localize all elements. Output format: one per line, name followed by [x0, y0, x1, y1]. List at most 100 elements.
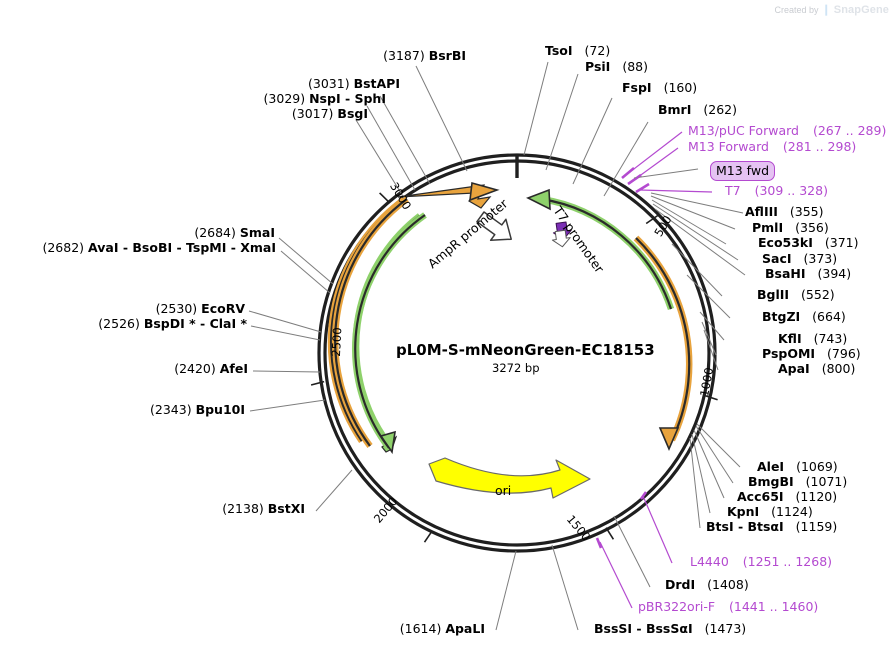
enzyme-label-btsi-btsai: BtsI - BtsαI (1159): [706, 519, 838, 534]
enzyme-name: Acc65I: [737, 489, 784, 504]
enzyme-label-saci: SacI (373): [762, 251, 837, 266]
feature-arrow-tips: [379, 181, 680, 455]
enzyme-label-afei: (2420) AfeI: [70, 361, 248, 376]
feature-label-ori: ori: [495, 483, 512, 498]
enzyme-position: (3029): [263, 91, 306, 106]
enzyme-name: AleI: [757, 459, 785, 474]
ruler-ticks: [310, 192, 718, 543]
plasmid-title: pL0M-S-mNeonGreen-EC18153: [396, 341, 655, 359]
enzyme-label-bmri: BmrI (262): [658, 102, 737, 117]
primer-ticks: [595, 167, 650, 549]
enzyme-position: (2530): [155, 301, 198, 316]
enzyme-label-pspomi: PspOMI (796): [762, 346, 861, 361]
enzyme-position: (1473): [704, 621, 747, 636]
enzyme-label-kfli: KflI (743): [778, 331, 848, 346]
enzyme-position: (262): [703, 102, 737, 117]
enzyme-position: (2420): [174, 361, 216, 376]
enzyme-label-ecorv: (2530) EcoRV: [60, 301, 245, 316]
plasmid-size: 3272 bp: [492, 361, 540, 375]
enzyme-label-psii: PsiI (88): [585, 59, 648, 74]
enzyme-position: (1124): [771, 504, 813, 519]
enzyme-name: PsiI: [585, 59, 611, 74]
enzyme-name: TsoI: [545, 43, 573, 58]
enzyme-position: (1159): [795, 519, 838, 534]
enzyme-position: (355): [789, 204, 824, 219]
primer-name: M13 Forward: [688, 139, 769, 154]
enzyme-position: (3017): [291, 106, 334, 121]
enzyme-label-nspi-sphi: (3029) NspI - SphI: [80, 91, 386, 106]
enzyme-label-bspdi-clai: (2526) BspDI * - ClaI *: [40, 316, 247, 331]
enzyme-name: SacI: [762, 251, 792, 266]
enzyme-name: BtsI - BtsαI: [706, 519, 784, 534]
enzyme-label-bsahi: BsaHI (394): [765, 267, 851, 281]
enzyme-label-bsrbi: (3187) BsrBI: [166, 48, 466, 63]
primer-leader-lines: [599, 131, 713, 609]
primer-range: (281 .. 298): [782, 139, 857, 154]
feature-ampr-promoter-arrow: [476, 211, 512, 242]
feature-t7-promoter-arrow: [551, 221, 572, 248]
enzyme-label-pmli: PmlI (356): [752, 220, 829, 235]
enzyme-position: (743): [813, 331, 848, 346]
enzyme-position: (3031): [308, 76, 350, 91]
enzyme-name: BstXI: [267, 501, 305, 516]
enzyme-name: BsgI: [337, 106, 368, 121]
enzyme-position: (2343): [150, 402, 192, 417]
enzyme-name: PspOMI: [762, 346, 816, 361]
enzyme-name: EcoRV: [201, 301, 245, 316]
enzyme-position: (1120): [795, 489, 838, 504]
enzyme-label-bpu10i: (2343) Bpu10I: [60, 402, 245, 417]
primer-label-m13-forward: M13 Forward (281 .. 298): [688, 139, 857, 154]
enzyme-name: AflIII: [745, 204, 778, 219]
primer-label-pbr322ori-f: pBR322ori-F (1441 .. 1460): [638, 599, 818, 614]
enzyme-name: AfeI: [219, 361, 248, 376]
enzyme-label-drdi: DrdI (1408): [665, 577, 749, 592]
enzyme-position: (2682): [42, 240, 85, 255]
enzyme-name: AvaI - BsoBI - TspMI - XmaI: [88, 240, 276, 255]
feature-box-m13-fwd[interactable]: M13 fwd: [710, 161, 776, 181]
primer-label-l4440: L4440 (1251 .. 1268): [690, 554, 833, 569]
enzyme-label-aflii: AflIII (355): [745, 204, 824, 219]
primer-range: (309 .. 328): [754, 183, 828, 198]
enzyme-position: (72): [584, 43, 611, 58]
enzyme-position: (2684): [194, 225, 236, 240]
enzyme-position: (3187): [383, 48, 425, 63]
enzyme-label-bglii: BglII (552): [757, 288, 835, 302]
enzyme-label-bsssi-bsssai: BssSI - BssSαI (1473): [594, 621, 747, 636]
enzyme-label-alei: AleI (1069): [757, 459, 838, 474]
enzyme-name: BstAPI: [353, 76, 400, 91]
enzyme-name: DrdI: [665, 577, 696, 592]
enzyme-name: BmrI: [658, 102, 692, 117]
enzyme-position: (1069): [796, 459, 838, 474]
enzyme-name: BmgBI: [748, 474, 794, 489]
enzyme-label-bstapi: (3031) BstAPI: [110, 76, 400, 91]
leader-lines: [248, 61, 746, 631]
enzyme-label-smai: (2684) SmaI: [80, 225, 275, 240]
ruler-label-2500: 2500: [328, 327, 345, 357]
enzyme-label-apai: ApaI (800): [778, 361, 856, 376]
enzyme-label-bsgi: (3017) BsgI: [100, 106, 368, 121]
enzyme-label-bmgbi: BmgBI (1071): [748, 474, 847, 489]
enzyme-label-bstxi: (2138) BstXI: [100, 501, 305, 516]
primer-name: pBR322ori-F: [638, 599, 716, 614]
watermark-prefix: Created by: [774, 4, 819, 15]
enzyme-name: BspDI * - ClaI *: [143, 316, 247, 331]
enzyme-name: KflI: [778, 331, 802, 346]
watermark-brand: SnapGene: [833, 3, 889, 16]
enzyme-name: Bpu10I: [195, 402, 245, 417]
primer-range: (1251 .. 1268): [742, 554, 833, 569]
enzyme-position: (2138): [222, 501, 264, 516]
enzyme-name: BsrBI: [428, 48, 466, 63]
enzyme-name: Eco53kI: [758, 235, 813, 250]
primer-range: (267 .. 289): [812, 123, 887, 138]
primer-name: T7: [725, 183, 741, 198]
enzyme-name: SmaI: [239, 225, 275, 240]
enzyme-position: (371): [824, 235, 859, 250]
enzyme-name: NspI - SphI: [309, 91, 386, 106]
primer-name: M13/pUC Forward: [688, 123, 799, 138]
enzyme-position: (800): [821, 361, 856, 376]
enzyme-position: (356): [795, 220, 829, 235]
feature-ori-arrow: [428, 457, 591, 499]
snapgene-watermark: Created by ❙ SnapGene: [774, 3, 889, 17]
primer-name: L4440: [690, 554, 729, 569]
